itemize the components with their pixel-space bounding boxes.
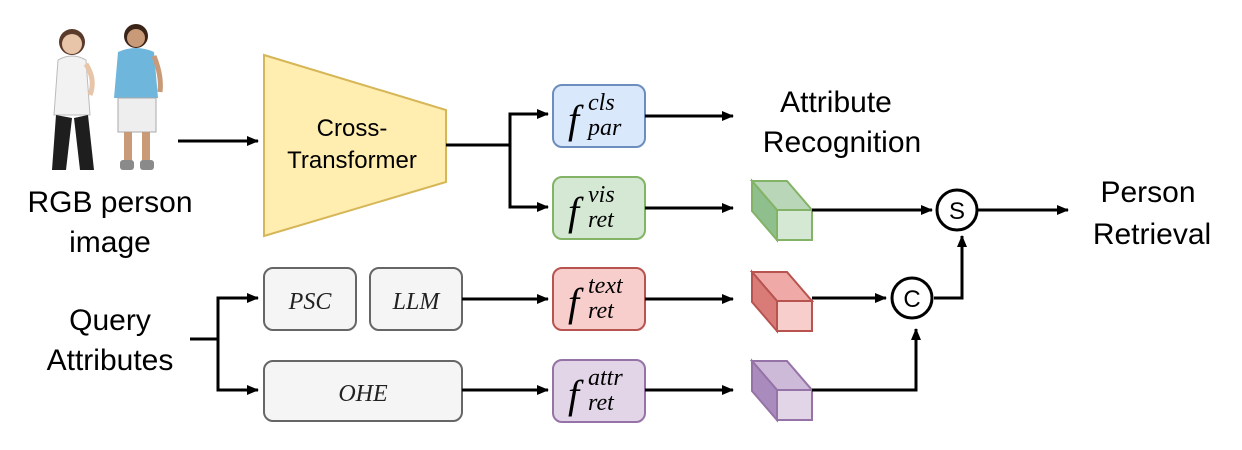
head-attr-sub: ret [588, 390, 615, 416]
head-attr-sup: attr [588, 365, 623, 391]
person-image-boy [114, 24, 163, 170]
head-par-sub: par [586, 115, 622, 141]
person-retrieval-line2: Retrieval [1093, 218, 1211, 251]
head-par-sup: cls [588, 90, 615, 116]
head-vis-box: f vis ret [552, 176, 646, 240]
head-vis-sub: ret [588, 207, 615, 233]
input-label-line1: RGB person [27, 186, 192, 219]
cross-transformer-block [263, 53, 447, 238]
feature-cube-vis [749, 178, 815, 243]
feature-cube-text [749, 269, 815, 334]
attribute-recognition-line2: Recognition [763, 126, 921, 159]
head-par-box: f cls par [552, 84, 646, 148]
llm-box: LLM [369, 267, 463, 331]
concat-operator: C [890, 276, 934, 320]
ohe-box: OHE [263, 360, 463, 422]
query-label-line2: Attributes [47, 344, 174, 377]
head-text-sup: text [588, 273, 624, 299]
ohe-label: OHE [338, 381, 388, 407]
psc-label: PSC [288, 289, 333, 315]
head-text-box: f text ret [552, 267, 646, 331]
transformer-label-line2: Transformer [287, 147, 417, 174]
head-attr-box: f attr ret [552, 359, 646, 423]
head-vis-sup: vis [588, 182, 615, 208]
transformer-label-line1: Cross- [317, 115, 388, 142]
arrow-attr-feature-to-concat [812, 328, 921, 392]
query-label-line1: Query [69, 304, 151, 337]
feature-cube-attr [749, 358, 815, 423]
head-text-sub: ret [588, 298, 615, 324]
person-retrieval-line1: Person [1100, 176, 1195, 209]
llm-label: LLM [392, 289, 442, 315]
person-image-woman [52, 29, 95, 170]
similarity-symbol: S [949, 198, 965, 225]
similarity-operator: S [935, 188, 979, 232]
arrow-concat-to-similarity [934, 235, 967, 300]
input-label-line2: image [69, 226, 151, 259]
psc-box: PSC [263, 267, 357, 331]
concat-symbol: C [903, 286, 920, 313]
attribute-recognition-line1: Attribute [780, 86, 892, 119]
